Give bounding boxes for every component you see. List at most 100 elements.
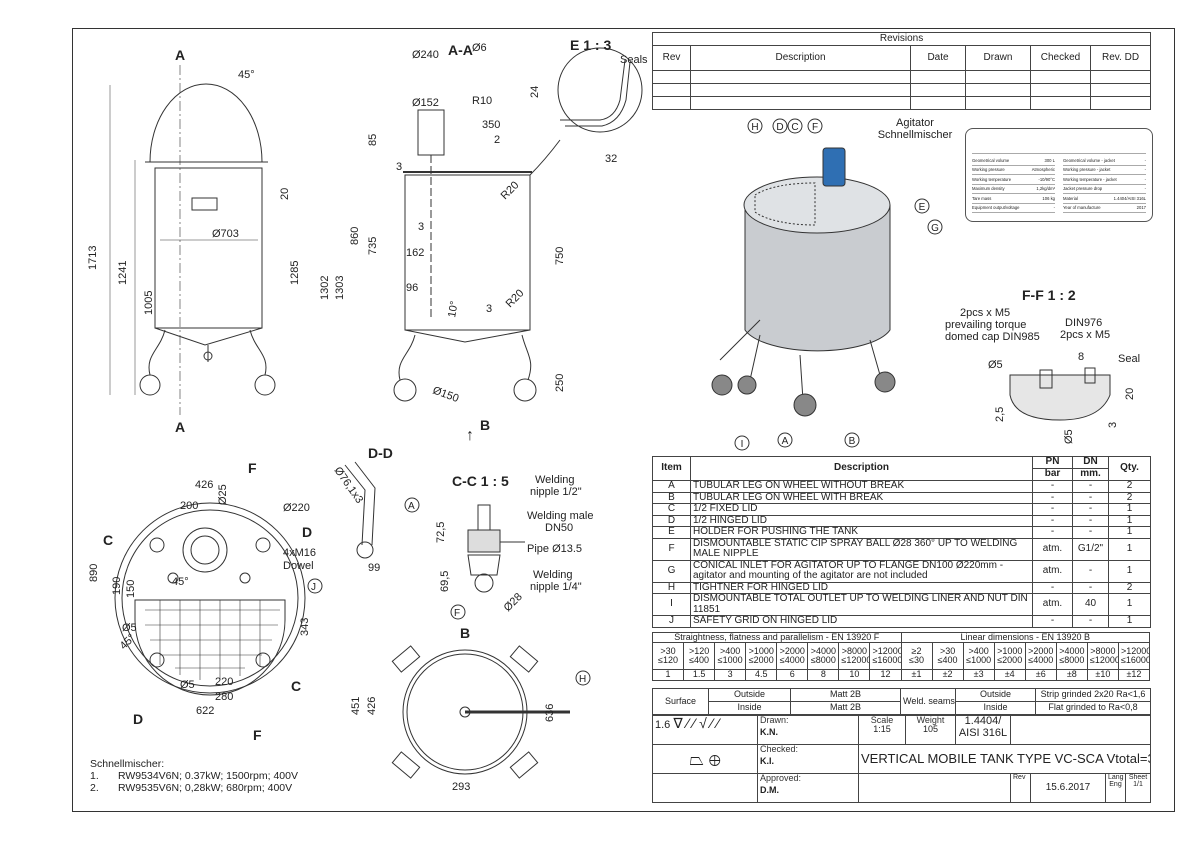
item-qty: 1: [1108, 503, 1151, 516]
item-description: TUBULAR LEG ON WHEEL WITHOUT BREAK: [690, 480, 1033, 493]
nameplate-value: 300 L: [1044, 157, 1055, 163]
annotation: Seals: [620, 54, 648, 66]
item-callout: F: [812, 122, 818, 133]
section-dd-view: [344, 461, 420, 559]
dim-label: 24: [529, 86, 541, 98]
weld-seams-label: Weld. seams: [900, 688, 956, 715]
front-tank-body: [154, 167, 263, 329]
annotation: Welding male: [527, 510, 593, 522]
nameplate-row: Equipment output/voltage-: [972, 204, 1055, 213]
surface-inside-value: Matt 2B: [790, 701, 901, 715]
dim-label: 451: [350, 697, 362, 715]
front-dome-lid: [149, 83, 263, 163]
annotation: 2pcs x M5: [960, 307, 1010, 319]
item-description: 1/2 HINGED LID: [690, 514, 1033, 527]
top-view: [114, 502, 306, 696]
straightness-range: >2000 ≤4000: [776, 642, 809, 671]
dim-label: 72,5: [435, 522, 447, 543]
rev-label: Rev: [1010, 773, 1031, 803]
nameplate-label: Working temperature - jacket: [1063, 176, 1117, 182]
section-marker-c: C: [103, 532, 113, 548]
item-callout: B: [849, 436, 856, 447]
linear-range: >4000 ≤8000: [1055, 642, 1088, 671]
item-dn: G1/2": [1072, 537, 1109, 561]
annotation: nipple 1/2": [530, 486, 582, 498]
drawing-title: VERTICAL MOBILE TANK TYPE VC-SCA Vtotal=…: [858, 744, 1151, 774]
detail-ff-view: [1009, 367, 1111, 421]
nameplate-right: Geometrical volume - jacket-Working pres…: [1063, 156, 1146, 213]
linear-tolerance: ±2: [931, 669, 964, 681]
straightness-tolerance: 1: [651, 669, 685, 681]
dim-label: 3: [1107, 422, 1119, 428]
dim-label: Ø240: [412, 49, 439, 61]
section-cc-view: [450, 504, 525, 620]
dim-label: 750: [554, 247, 566, 265]
dim-label: Ø5: [988, 359, 1003, 371]
surface-inside-label: Inside: [708, 701, 791, 715]
dim-label: 250: [554, 374, 566, 392]
nameplate-row: Geometrical volume - jacket-: [1063, 156, 1146, 166]
roughness-check-icon: ∇ ⁄ ⁄ √ ⁄ ⁄: [673, 715, 720, 731]
dim-label: 1713: [87, 246, 99, 270]
annotation: Seal: [1118, 353, 1140, 365]
nameplate-value: 1.4404/AISI 316L: [1113, 195, 1146, 201]
dim-label: 1241: [117, 261, 129, 285]
nameplate-label: Material: [1063, 195, 1078, 201]
item-dn: -: [1072, 559, 1109, 583]
section-marker-f: F: [248, 460, 257, 476]
weld-outside-label: Outside: [955, 688, 1036, 702]
straightness-range: >1000 ≤2000: [745, 642, 778, 671]
straightness-tolerance: 4.5: [745, 669, 778, 681]
dim-label: 220: [215, 676, 233, 688]
revision-row: [652, 96, 1152, 110]
item-dn: -: [1072, 526, 1109, 539]
dim-label: 636: [544, 704, 556, 722]
nameplate-label: Jacket pressure drop: [1063, 186, 1103, 192]
item-callout: E: [919, 202, 926, 213]
item-callout: H: [751, 122, 758, 133]
view-title: F-F 1 : 2: [1022, 287, 1076, 303]
dim-label: 45°: [238, 69, 255, 81]
note-number: 2.: [90, 782, 99, 794]
straightness-tolerance: 12: [869, 669, 902, 681]
weight-label: Weight: [916, 715, 945, 725]
view-title: C-C 1 : 5: [452, 473, 509, 489]
lang-label: Lang: [1108, 774, 1124, 782]
dim-label: 350: [482, 119, 500, 131]
section-marker-a: A: [175, 419, 185, 435]
revision-row: [652, 70, 1152, 84]
nameplate-value: -: [1053, 205, 1055, 211]
surface-table: Surface Outside Matt 2B Weld. seams Outs…: [652, 688, 1151, 715]
date-header: Date: [910, 45, 966, 71]
dim-label: 2: [494, 134, 500, 146]
item-letter: H: [652, 581, 691, 594]
nameplate-value: -: [1144, 167, 1146, 173]
dim-label: 32: [605, 153, 617, 165]
straightness-range: >30 ≤120: [651, 642, 685, 671]
surface-outside-value: Matt 2B: [790, 688, 901, 702]
item-description: CONICAL INLET FOR AGITATOR UP TO FLANGE …: [690, 559, 1033, 583]
drawn-header: Drawn: [965, 45, 1031, 71]
detail-e-view: [557, 47, 643, 133]
view-title: A-A: [448, 42, 473, 58]
straightness-tolerance: 1.5: [683, 669, 716, 681]
dim-label: 96: [406, 282, 418, 294]
item-description: DISMOUNTABLE TOTAL OUTLET UP TO WELDING …: [690, 593, 1033, 616]
nameplate-value: 2017: [1136, 205, 1146, 211]
dim-label: 20: [1124, 388, 1136, 400]
nameplate-label: Working pressure - jacket: [1063, 167, 1111, 173]
item-qty: 1: [1108, 615, 1151, 628]
item-dn: -: [1072, 503, 1109, 516]
material-number: 1.4404/: [964, 715, 1002, 727]
linear-tolerance: ±3: [962, 669, 995, 681]
surface-outside-label: Outside: [708, 688, 791, 702]
nameplate-row: Working pressure - jacket -: [1063, 166, 1146, 175]
revisions-title: Revisions: [651, 32, 1152, 46]
section-marker-d: D: [133, 711, 143, 727]
dim-label: 2,5: [994, 407, 1006, 422]
item-qty: 2: [1108, 581, 1151, 594]
drawn-by: K.N.: [760, 727, 778, 738]
